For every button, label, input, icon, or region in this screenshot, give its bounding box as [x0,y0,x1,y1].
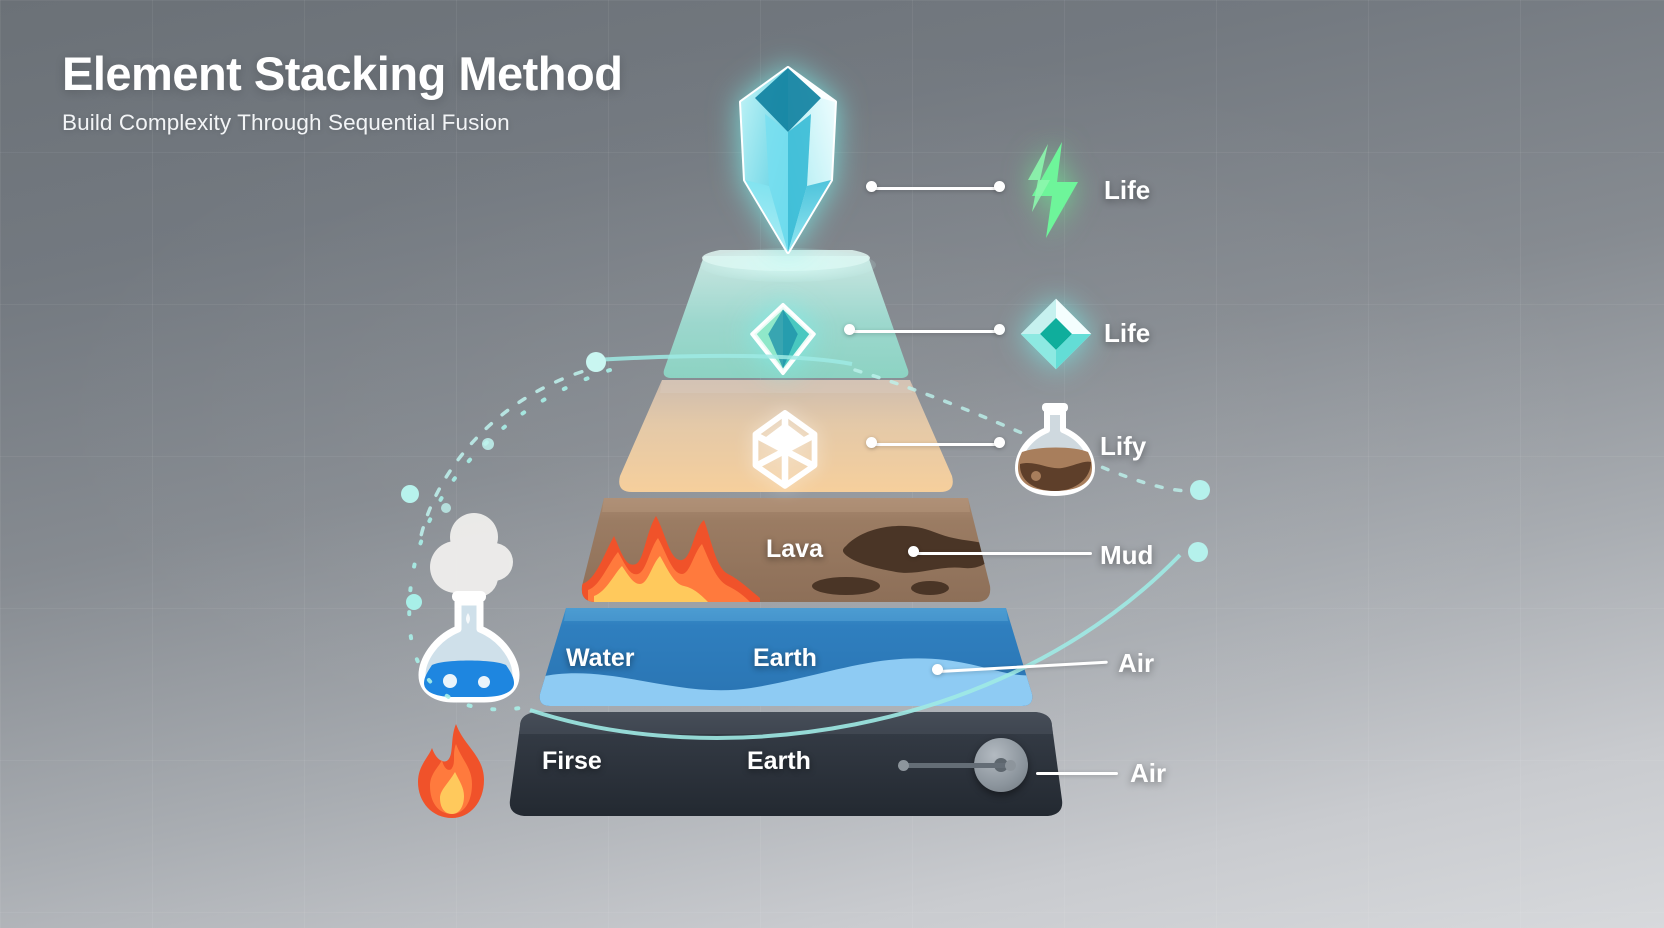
legend-item-5[interactable]: Air [1118,648,1154,679]
legend-label-3: Lify [1100,431,1147,461]
slider-handle-right[interactable] [1005,760,1016,771]
connector-dot-right-1 [994,181,1005,192]
connector-dot-left-5 [932,664,943,675]
tier-label-water: Water [566,644,635,672]
star-crystal-icon [752,410,818,489]
lightning-bolt-icon [1028,142,1078,238]
connector-line-6 [1036,772,1118,775]
header: Element Stacking Method Build Complexity… [62,47,623,136]
mud-flask-icon [1015,403,1095,496]
legend-item-4[interactable]: Mud [1100,540,1153,571]
tier-label-earth-mid: Earth [753,644,817,672]
legend-label-6: Air [1130,758,1167,788]
tier-label-lava: Lava [766,535,823,563]
base-slider-track[interactable] [898,760,1016,771]
legend-label-5: Air [1118,648,1155,678]
diamond-gem-icon [750,302,816,376]
page-title: Element Stacking Method [62,47,623,100]
pyramid-tier-water[interactable]: Water Earth [536,608,1036,708]
legend-item-1[interactable]: Life [1104,175,1150,206]
steam-flask-icon [418,513,520,703]
legend-label-4: Mud [1100,540,1154,570]
connector-dot-left-1 [866,181,877,192]
tier-label-earth-base: Earth [747,747,811,775]
legend-item-6[interactable]: Air [1130,758,1166,789]
connector-dot-right-3 [994,437,1005,448]
legend-item-2[interactable]: Life [1104,318,1150,349]
flask-body [418,591,520,703]
connector-line-3 [870,443,1000,446]
connector-dot-left-4 [908,546,919,557]
connector-dot-right-2 [994,324,1005,335]
legend-label-2: Life [1104,318,1151,348]
connector-dot-left-3 [866,437,877,448]
diamond-gem-icon-legend [1020,298,1092,370]
flame-icon [418,724,484,818]
pyramid-tier-base[interactable]: Firse Earth [506,708,1066,820]
pyramid-tier-sand[interactable] [614,380,958,498]
connector-line-4 [914,552,1092,555]
tier-label-fire: Firse [542,747,602,775]
slider-handle-left[interactable] [898,760,909,771]
connector-line-2 [848,330,1000,333]
legend-item-3[interactable]: Lify [1100,431,1146,462]
page-subtitle: Build Complexity Through Sequential Fusi… [62,109,510,135]
connector-line-1 [870,187,1000,190]
legend-label-1: Life [1104,175,1151,205]
apex-crystal-icon [739,66,837,254]
connector-dot-left-2 [844,324,855,335]
